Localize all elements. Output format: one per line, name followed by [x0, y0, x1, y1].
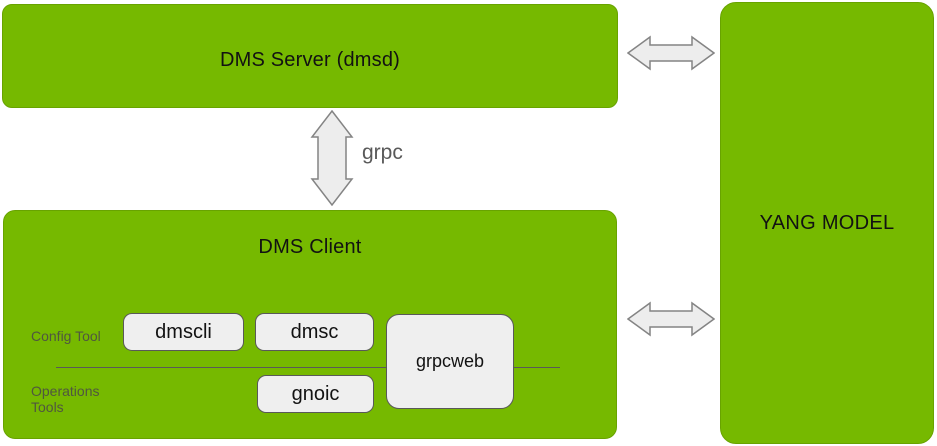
dmscli-tool-button[interactable]: dmscli: [123, 313, 244, 351]
tool-rows-divider: [56, 367, 560, 368]
grpcweb-tool-button[interactable]: grpcweb: [386, 314, 514, 409]
dms-client-title: DMS Client: [258, 236, 362, 258]
config-tool-row-label: Config Tool: [31, 328, 101, 344]
operations-tools-row-label: Operations Tools: [31, 383, 100, 416]
dmsc-tool-button[interactable]: dmsc: [255, 313, 374, 351]
double-arrow-client-yang-icon: [627, 301, 715, 337]
double-arrow-vertical-icon: [310, 110, 354, 206]
yang-model-box: YANG MODEL: [720, 2, 934, 444]
grpc-link-label: grpc: [362, 141, 403, 164]
dms-client-box: DMS Client Config Tool dmscli dmsc grpcw…: [3, 210, 617, 439]
yang-model-title: YANG MODEL: [759, 211, 895, 234]
dms-server-box: DMS Server (dmsd): [2, 4, 618, 108]
dms-server-title: DMS Server (dmsd): [219, 49, 401, 71]
double-arrow-server-yang-icon: [627, 35, 715, 71]
gnoic-tool-button[interactable]: gnoic: [257, 375, 374, 413]
